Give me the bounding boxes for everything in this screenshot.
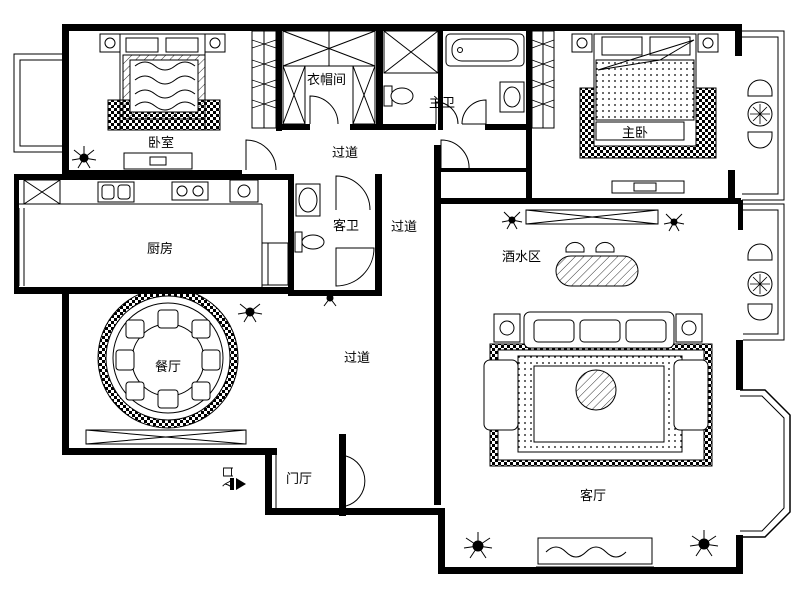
label-foyer: 门厅 [286, 472, 312, 487]
label-bedroom: 卧室 [148, 135, 174, 151]
windows [13, 30, 791, 568]
room-labels: 卧室 衣帽间 主卫 主卧 过道 客卫 过道 厨房 酒水区 餐厅 过道 门厅 客厅 [147, 72, 648, 504]
label-dining: 餐厅 [155, 359, 181, 375]
label-master-bath: 主卫 [429, 96, 455, 111]
doors [245, 95, 487, 508]
master-bath-furniture [383, 30, 555, 129]
bar-area-furniture [501, 209, 773, 321]
label-bar-area: 酒水区 [502, 250, 541, 265]
kitchen-furniture [23, 179, 289, 286]
label-guest-bath: 客卫 [333, 218, 359, 234]
living-furniture [463, 311, 719, 565]
label-kitchen: 厨房 [147, 241, 173, 257]
label-corridor-right: 过道 [391, 220, 417, 235]
cloakroom-furniture [282, 30, 376, 125]
label-corridor-center: 过道 [344, 351, 370, 366]
label-living: 客厅 [580, 488, 606, 504]
dining-furniture [85, 287, 339, 445]
guest-bath-furniture [294, 183, 325, 253]
label-cloakroom: 衣帽间 [307, 72, 346, 88]
bedroom-furniture [71, 30, 277, 170]
entrance-arrow: 入口 [221, 466, 246, 490]
master-bedroom-furniture [571, 33, 773, 194]
label-master-bedroom: 主卧 [622, 126, 648, 141]
label-corridor-top: 过道 [332, 146, 358, 161]
